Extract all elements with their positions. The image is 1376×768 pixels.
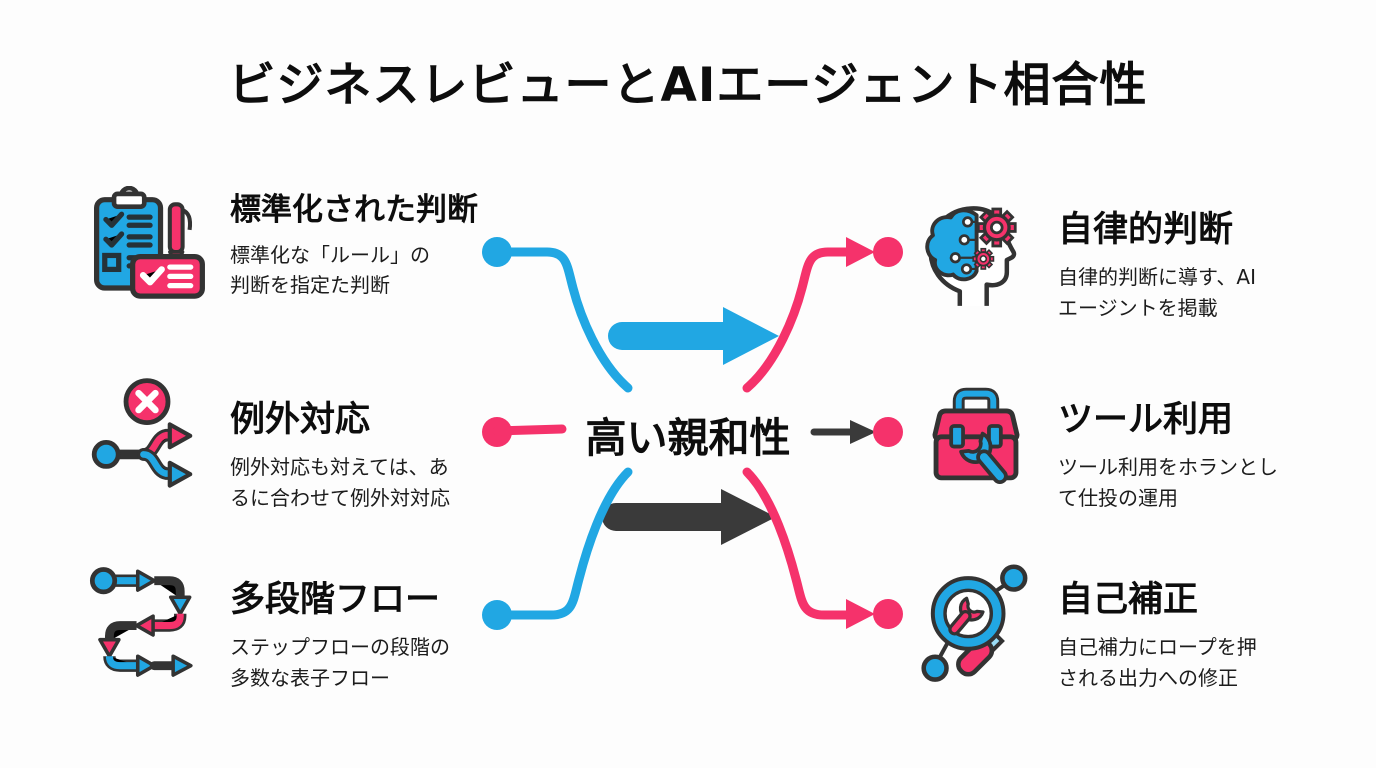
- item-description: 自己補力にロープを押 される出力への修正: [1058, 635, 1257, 690]
- left-item-exception-handling: 例外対応 例外対応も対えては、あ るに合わせて例外対対応: [230, 400, 492, 513]
- magnifier-wrench-icon: [921, 564, 1028, 682]
- connector-dot-bottom-right: [873, 599, 903, 629]
- connector-dot-mid-right: [873, 417, 903, 447]
- connector-curve-bottom-right: [742, 467, 851, 620]
- brain-gears-head-icon: [925, 206, 1017, 306]
- left-item-standardized-judgment: 標準化された判断 標準化な「ルール」の 判断を指定た判断: [230, 192, 492, 300]
- big-blue-arrow-head: [723, 307, 779, 365]
- connector-dot-bottom-left: [482, 600, 512, 630]
- item-description: ステップフローの段階の 多数な表子フロー: [230, 635, 450, 690]
- big-dark-arrow-head: [721, 489, 776, 545]
- item-title: 多段階フロー: [230, 580, 441, 620]
- item-title: 例外対応: [230, 400, 371, 440]
- arrowhead-top-right: [846, 237, 875, 267]
- item-title: 標準化された判断: [230, 192, 478, 228]
- item-title: 自己補正: [1058, 580, 1199, 620]
- right-item-autonomous-judgment: 自律的判断 自律的判断に導す、AI エージントを掲載: [1058, 210, 1320, 323]
- right-item-tool-use: ツール利用 ツール利用をホランとし て仕投の運用: [1058, 400, 1320, 513]
- connector-line-mid-left: [492, 424, 567, 436]
- item-title: ツール利用: [1058, 400, 1234, 440]
- item-description: 標準化な「ルール」の 判断を指定た判断: [230, 242, 430, 297]
- multi-step-flow-icon: [89, 567, 193, 677]
- arrowhead-bottom-right: [846, 599, 875, 629]
- item-description: 自律的判断に導す、AI エージントを掲載: [1058, 265, 1256, 320]
- exception-branch-icon: [91, 378, 193, 488]
- item-description: ツール利用をホランとし て仕投の運用: [1058, 455, 1278, 510]
- connector-curve-top-left: [492, 247, 633, 393]
- right-item-self-correction: 自己補正 自己補力にロープを押 される出力への修正: [1058, 580, 1320, 693]
- main-title: ビジネスレビューとAIエージェント相合性: [228, 58, 1148, 113]
- connector-curve-top-right: [742, 247, 851, 393]
- left-item-multi-step-flow: 多段階フロー ステップフローの段階の 多数な表子フロー: [230, 580, 492, 693]
- toolbox-wrench-icon: [932, 387, 1020, 485]
- connector-dot-top-left: [482, 237, 512, 267]
- clipboard-checklist-icon: [94, 186, 205, 299]
- connector-dot-top-right: [873, 237, 903, 267]
- connector-curve-bottom-left: [492, 467, 633, 620]
- high-affinity-label: 高い親和性: [585, 414, 791, 462]
- item-description: 例外対応も対えては、あ るに合わせて例外対対応: [230, 455, 450, 510]
- small-dark-arrow-head: [850, 420, 876, 444]
- item-title: 自律的判断: [1058, 210, 1234, 250]
